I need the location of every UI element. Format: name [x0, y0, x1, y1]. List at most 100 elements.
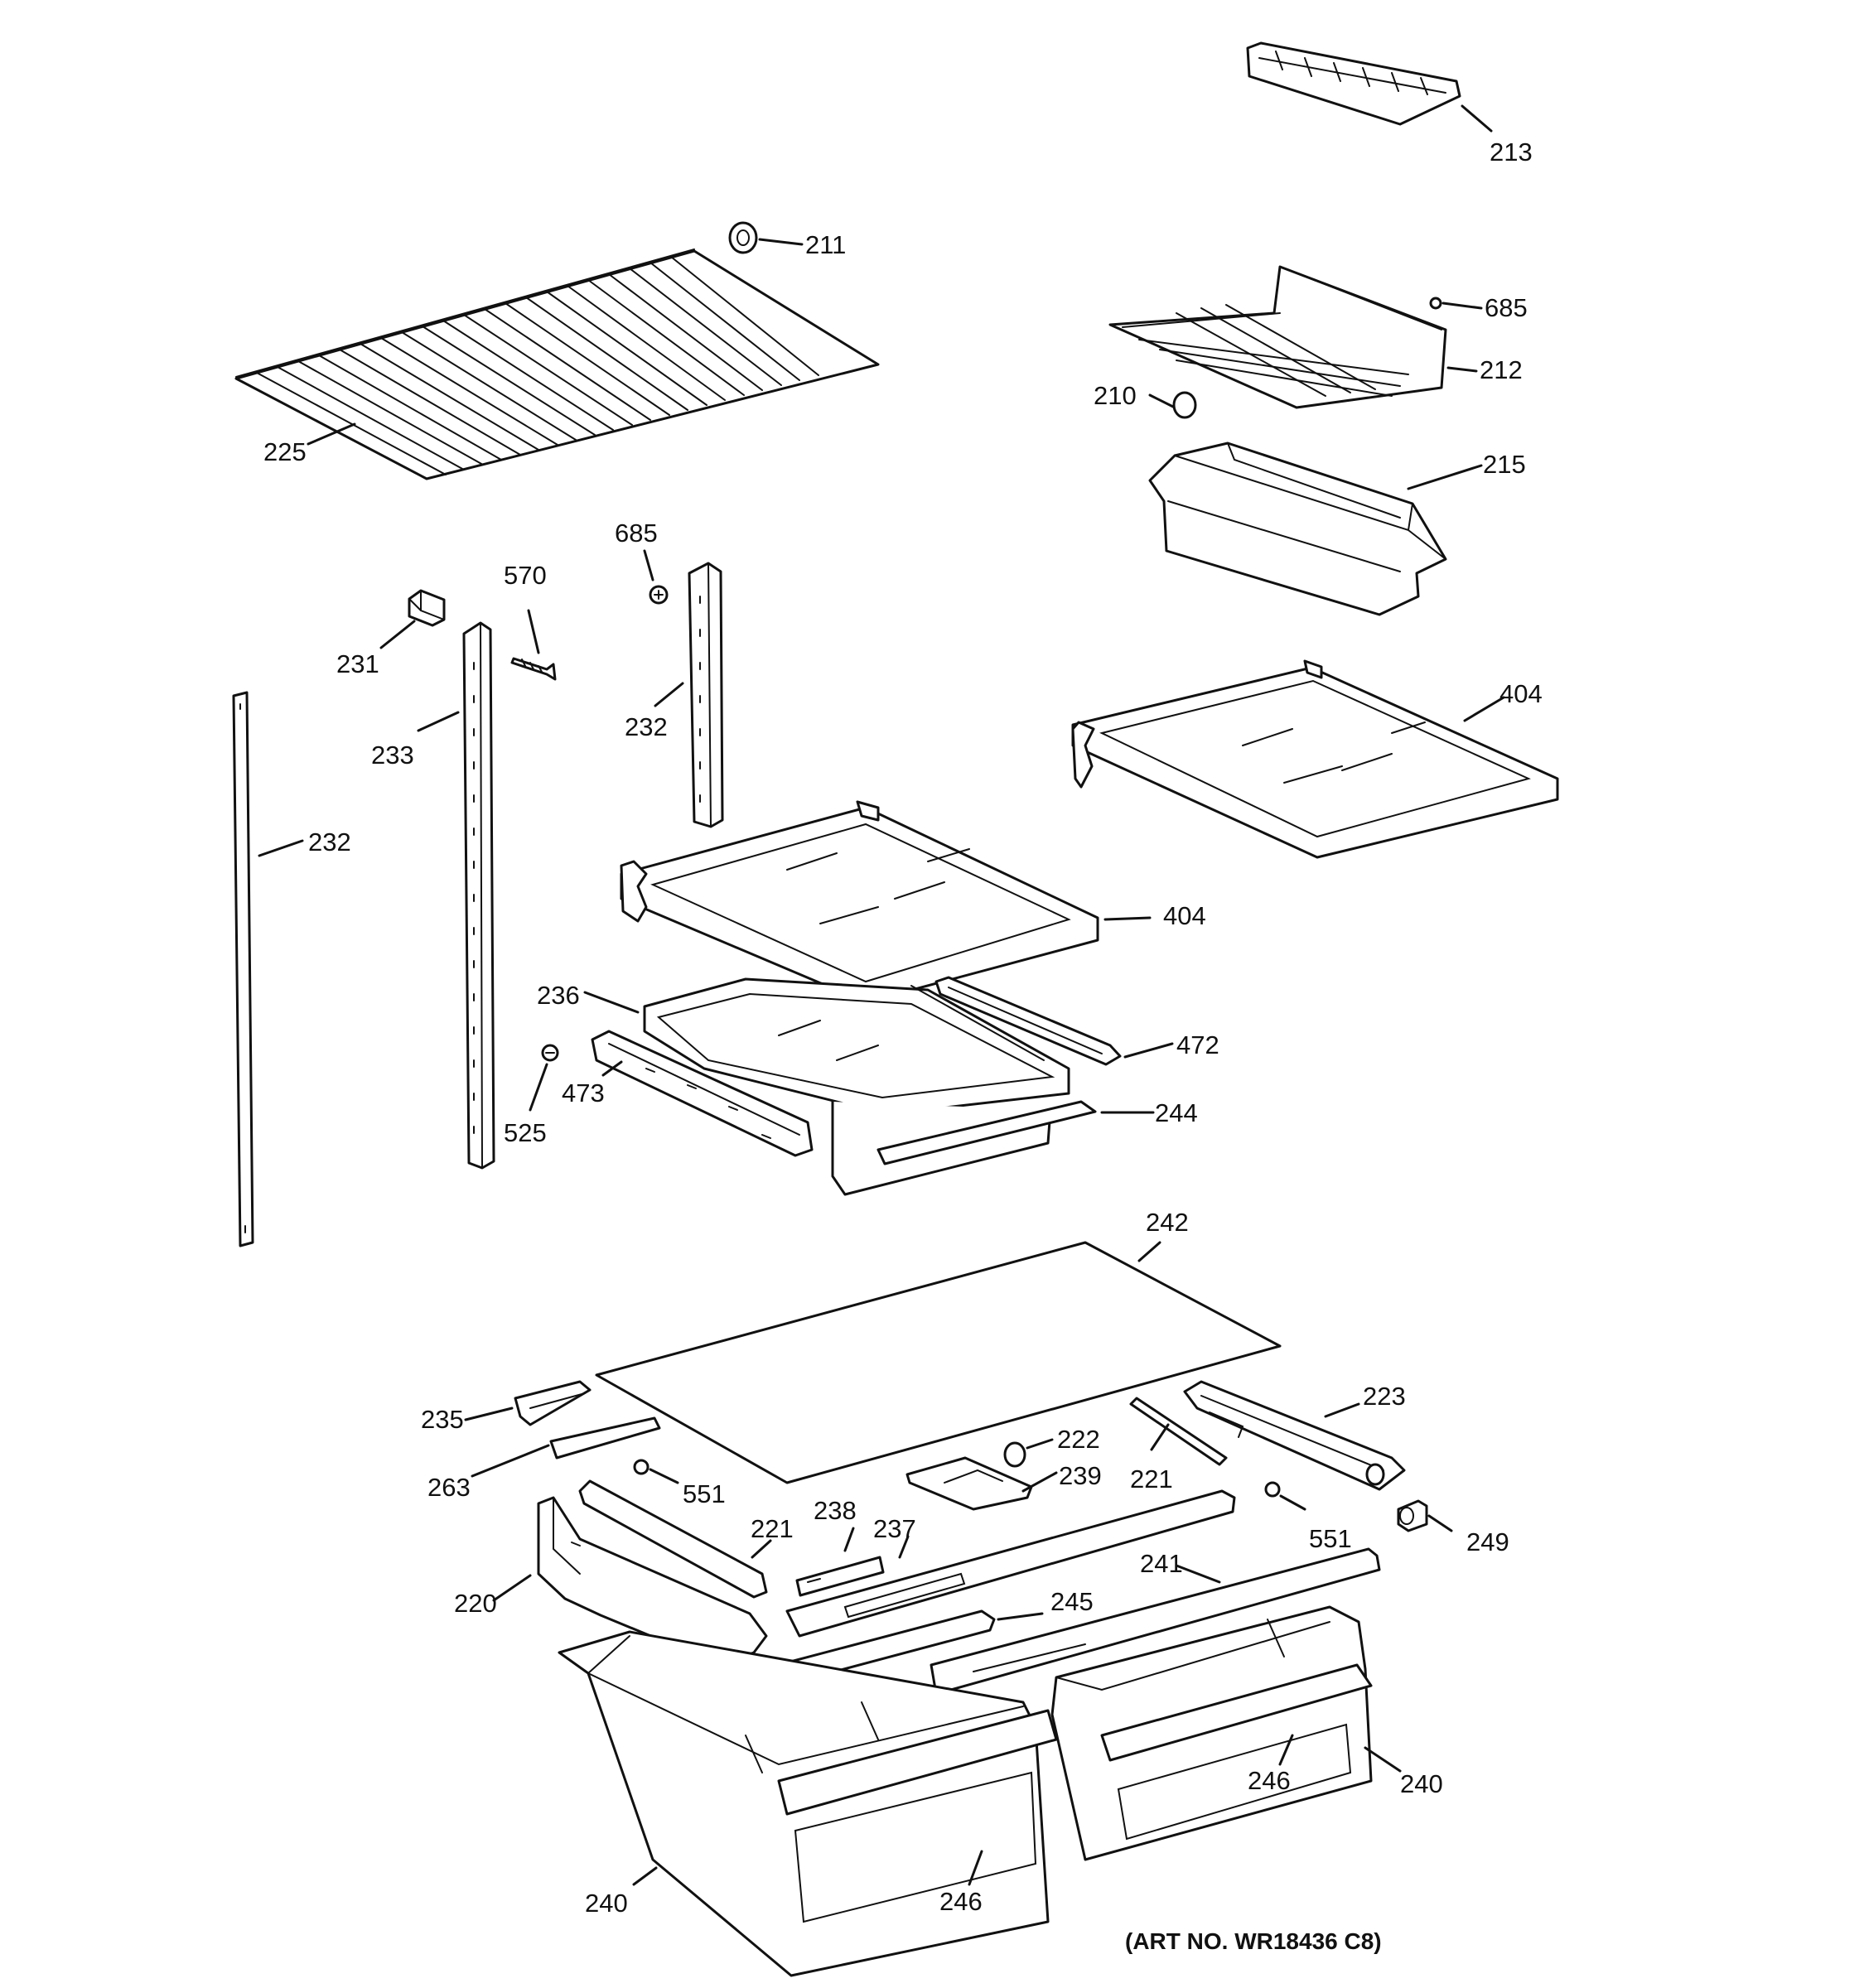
- leader-221-right: [1150, 1423, 1170, 1451]
- screw-685-mid: [649, 585, 669, 605]
- screw-551-right: [1264, 1481, 1281, 1498]
- callout-232-mid: 232: [625, 712, 668, 741]
- roller-222: [1003, 1441, 1026, 1468]
- rail-233: [462, 621, 495, 1170]
- leader-231: [379, 620, 416, 649]
- callout-212: 212: [1480, 355, 1523, 384]
- leader-551-right: [1279, 1494, 1306, 1511]
- callout-249: 249: [1466, 1527, 1509, 1556]
- callout-404-right: 404: [1499, 679, 1543, 708]
- bracket-220: [537, 1496, 768, 1667]
- callout-215: 215: [1483, 450, 1526, 479]
- rail-221-left: [578, 1479, 768, 1599]
- crisper-drawer-240-left: [558, 1630, 1058, 1977]
- callout-245: 245: [1050, 1587, 1094, 1616]
- leader-551-left: [649, 1468, 679, 1484]
- callout-221-left: 221: [751, 1514, 794, 1543]
- callout-244: 244: [1155, 1098, 1198, 1127]
- callout-231: 231: [336, 649, 379, 678]
- leader-225: [307, 422, 356, 446]
- leader-685-mid: [643, 549, 654, 581]
- callout-232-left: 232: [308, 828, 351, 856]
- leader-245: [997, 1612, 1044, 1621]
- leader-239: [1021, 1471, 1058, 1493]
- leader-240-left: [632, 1866, 658, 1886]
- callout-239: 239: [1059, 1461, 1102, 1490]
- glass-shelf-404-right: [1071, 659, 1559, 859]
- callout-241: 241: [1140, 1549, 1183, 1578]
- rail-232-left: [232, 691, 254, 1247]
- leader-213: [1461, 104, 1493, 133]
- callout-222: 222: [1057, 1425, 1100, 1454]
- callout-473: 473: [562, 1078, 605, 1107]
- leader-236: [583, 991, 640, 1014]
- slide-rail-472: [934, 976, 1122, 1066]
- rail-221-right: [1129, 1397, 1228, 1466]
- callout-685-mid: 685: [615, 519, 658, 548]
- leader-473: [601, 1060, 623, 1077]
- cover-237: [785, 1489, 1236, 1638]
- leader-241: [1175, 1564, 1221, 1584]
- leader-215: [1407, 464, 1483, 490]
- support-263: [549, 1416, 661, 1460]
- leader-212: [1446, 366, 1478, 373]
- callout-685-top: 685: [1485, 293, 1528, 322]
- callout-225: 225: [263, 437, 307, 466]
- leader-220: [492, 1574, 532, 1602]
- screw-551-left: [633, 1459, 650, 1475]
- callout-211: 211: [805, 230, 846, 259]
- callout-404-mid: 404: [1163, 901, 1206, 930]
- leader-263: [471, 1444, 550, 1478]
- leader-685-top: [1441, 302, 1483, 310]
- ice-tray-bracket-212: [1108, 265, 1447, 409]
- screw-570: [510, 657, 557, 681]
- callout-570: 570: [504, 561, 547, 590]
- callout-525: 525: [504, 1118, 547, 1147]
- leader-240-right: [1364, 1746, 1402, 1773]
- leader-221-left: [751, 1539, 772, 1559]
- meat-pan-drawer: [831, 1100, 1097, 1196]
- leader-233: [417, 711, 460, 732]
- leader-404-mid: [1103, 916, 1152, 921]
- callout-221-right: 221: [1130, 1464, 1173, 1493]
- leader-235: [464, 1407, 514, 1421]
- leader-222: [1026, 1438, 1054, 1450]
- screw-525: [541, 1044, 559, 1062]
- leader-211: [758, 238, 804, 246]
- callout-246-right: 246: [1248, 1766, 1291, 1795]
- callout-labels: 213 211 685 212 210 225 215 685 570 231 …: [263, 138, 1543, 1918]
- leader-246-right: [1278, 1734, 1294, 1766]
- leader-404-right: [1463, 696, 1505, 722]
- leader-238: [843, 1527, 855, 1552]
- callout-263: 263: [427, 1473, 471, 1502]
- ice-tray-213: [1246, 41, 1461, 126]
- ice-bucket-215: [1148, 442, 1447, 616]
- label-238: [795, 1556, 885, 1597]
- screw-685-top: [1429, 297, 1442, 310]
- rail-223: [1183, 1380, 1406, 1491]
- callout-237: 237: [873, 1514, 916, 1543]
- rail-232-mid: [688, 562, 724, 828]
- callout-220: 220: [454, 1589, 497, 1618]
- glass-shelf-404-mid: [620, 800, 1099, 1004]
- clip-249: [1397, 1499, 1428, 1532]
- callout-235: 235: [421, 1405, 464, 1434]
- callout-246-left: 246: [939, 1887, 983, 1916]
- slide-rail-473: [591, 1030, 814, 1157]
- callout-236: 236: [537, 981, 580, 1010]
- leader-249: [1427, 1514, 1453, 1532]
- callout-240-right: 240: [1400, 1769, 1443, 1798]
- slide-239: [905, 1456, 1033, 1511]
- leader-570: [527, 609, 540, 654]
- callout-223: 223: [1363, 1382, 1406, 1411]
- clip-231: [408, 589, 446, 627]
- callout-213: 213: [1490, 138, 1533, 166]
- knob-210: [1172, 391, 1197, 419]
- art-number: (ART NO. WR18436 C8): [1125, 1928, 1382, 1954]
- grommet-211: [728, 221, 758, 254]
- leader-246-left: [968, 1850, 983, 1886]
- leader-210: [1148, 393, 1175, 408]
- callout-472: 472: [1176, 1030, 1219, 1059]
- callout-551-right: 551: [1309, 1524, 1352, 1553]
